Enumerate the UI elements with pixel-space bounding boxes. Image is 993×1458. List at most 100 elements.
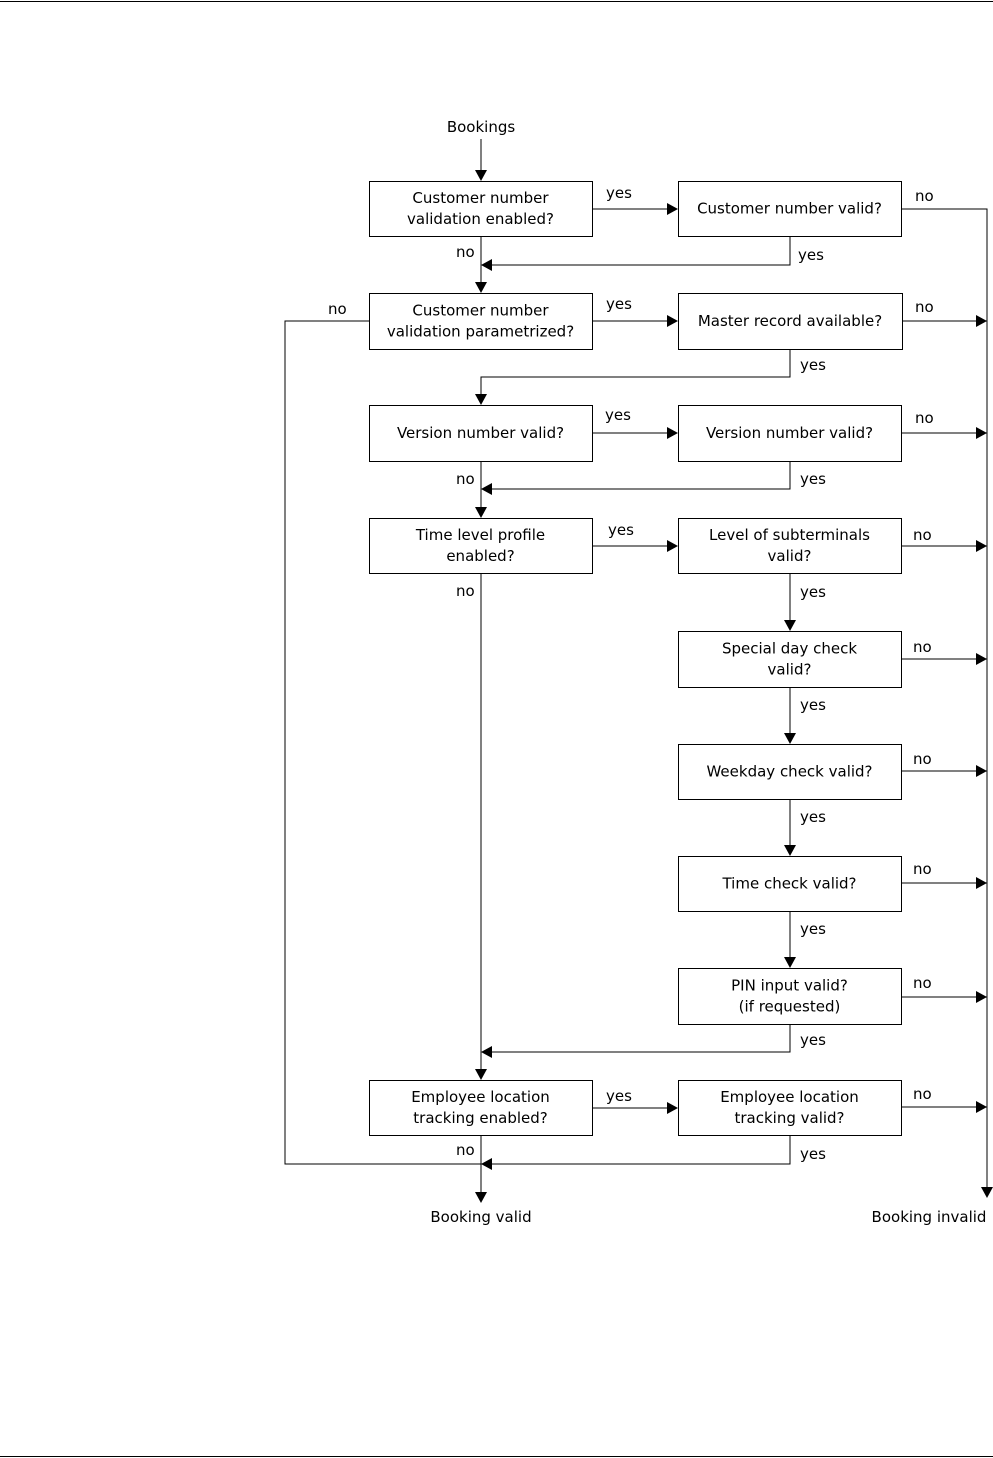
box-text-line: Version number valid? — [397, 424, 564, 442]
box-text-line: validation enabled? — [407, 210, 554, 228]
box-outline — [678, 968, 902, 1025]
box-version-left: Version number valid? — [369, 405, 593, 462]
arrowhead — [784, 620, 796, 631]
box-text-line: Customer number — [412, 189, 549, 207]
box-text-line: Time check valid? — [721, 875, 856, 893]
box-outline — [369, 1080, 593, 1136]
box-text-line: Special day check — [722, 640, 857, 658]
arrowhead — [475, 1192, 487, 1203]
invalid-rail — [902, 208, 988, 1197]
arrowhead — [481, 1158, 492, 1170]
box-pin: PIN input valid?(if requested) — [678, 968, 902, 1025]
box-loc-enabled: Employee location tracking enabled? — [369, 1080, 593, 1136]
arrowhead — [475, 170, 487, 181]
arrowhead — [976, 877, 987, 889]
arrowhead — [976, 991, 987, 1003]
box-text-line: Employee location — [411, 1088, 550, 1106]
arrowhead — [784, 733, 796, 744]
connector-line — [482, 462, 791, 490]
box-text-line: validation parametrized? — [387, 323, 574, 341]
box-outline — [678, 856, 902, 912]
bypass-line — [284, 320, 482, 1165]
box-master-record: Master record available? — [678, 293, 903, 350]
yes-label: yes — [605, 406, 631, 424]
no-label: no — [913, 750, 932, 768]
no-label: no — [456, 470, 475, 488]
box-cust-valid: Customer number valid? — [678, 181, 902, 237]
yes-label: yes — [800, 583, 826, 601]
box-text-line: Master record available? — [698, 312, 882, 330]
box-text-line: enabled? — [446, 547, 514, 565]
box-outline — [678, 1080, 902, 1136]
box-text-line: tracking enabled? — [413, 1109, 547, 1127]
yes-label: yes — [606, 184, 632, 202]
box-version-right: Version number valid? — [678, 405, 902, 462]
box-text-line: Customer number — [412, 302, 549, 320]
yes-label: yes — [800, 1031, 826, 1049]
yes-label: yes — [798, 246, 824, 264]
no-label: no — [328, 300, 347, 318]
arrowhead — [481, 1046, 492, 1058]
box-time-check: Time check valid? — [678, 856, 902, 912]
connector-line — [482, 1025, 791, 1053]
box-cust-param: Customer number validation parametrized? — [369, 293, 593, 350]
arrowhead — [667, 427, 678, 439]
box-cust-enabled: Customer number validation enabled? — [369, 181, 593, 237]
arrowhead — [981, 1187, 993, 1198]
yes-label: yes — [800, 470, 826, 488]
yes-label: yes — [800, 808, 826, 826]
no-label: no — [915, 187, 934, 205]
box-text-line: Version number valid? — [706, 424, 873, 442]
box-outline — [678, 744, 902, 800]
yes-label: yes — [608, 521, 634, 539]
box-outline — [678, 518, 902, 574]
connector-line — [482, 1136, 791, 1165]
box-outline — [369, 518, 593, 574]
box-text-line: PIN input valid? — [731, 977, 848, 995]
box-text-line: valid? — [768, 661, 812, 679]
arrowhead — [667, 203, 678, 215]
arrowhead — [667, 315, 678, 327]
no-label: no — [913, 526, 932, 544]
box-text-line: tracking valid? — [734, 1109, 844, 1127]
arrowhead — [976, 427, 987, 439]
no-label: no — [913, 974, 932, 992]
arrowhead — [784, 845, 796, 856]
box-weekday: Weekday check valid? — [678, 744, 902, 800]
yes-label: yes — [800, 356, 826, 374]
bottom-rule — [0, 1456, 993, 1457]
arrowhead — [976, 315, 987, 327]
arrowhead — [976, 653, 987, 665]
box-text-line: Customer number valid? — [697, 200, 882, 218]
box-loc-valid: Employee location tracking valid? — [678, 1080, 902, 1136]
start-label: Bookings — [447, 118, 516, 136]
yes-label: yes — [800, 1145, 826, 1163]
arrowhead — [475, 282, 487, 293]
no-label: no — [915, 298, 934, 316]
no-label: no — [456, 243, 475, 261]
no-label: no — [915, 409, 934, 427]
yes-label: yes — [606, 1087, 632, 1105]
box-outline — [678, 293, 903, 350]
box-outline — [369, 293, 593, 350]
arrowhead — [481, 483, 492, 495]
no-label: no — [456, 1141, 475, 1159]
arrowhead — [475, 1069, 487, 1080]
box-outline — [678, 631, 902, 688]
box-text-line: valid? — [768, 547, 812, 565]
connector-line — [482, 237, 791, 266]
box-outline — [678, 405, 902, 462]
box-text-line: Employee location — [720, 1088, 859, 1106]
yes-label: yes — [800, 920, 826, 938]
box-outline — [678, 181, 902, 237]
connectors — [284, 139, 993, 1203]
arrowhead — [976, 1101, 987, 1113]
no-label: no — [913, 1085, 932, 1103]
arrowhead — [475, 394, 487, 405]
booking-invalid-label: Booking invalid — [872, 1208, 987, 1226]
